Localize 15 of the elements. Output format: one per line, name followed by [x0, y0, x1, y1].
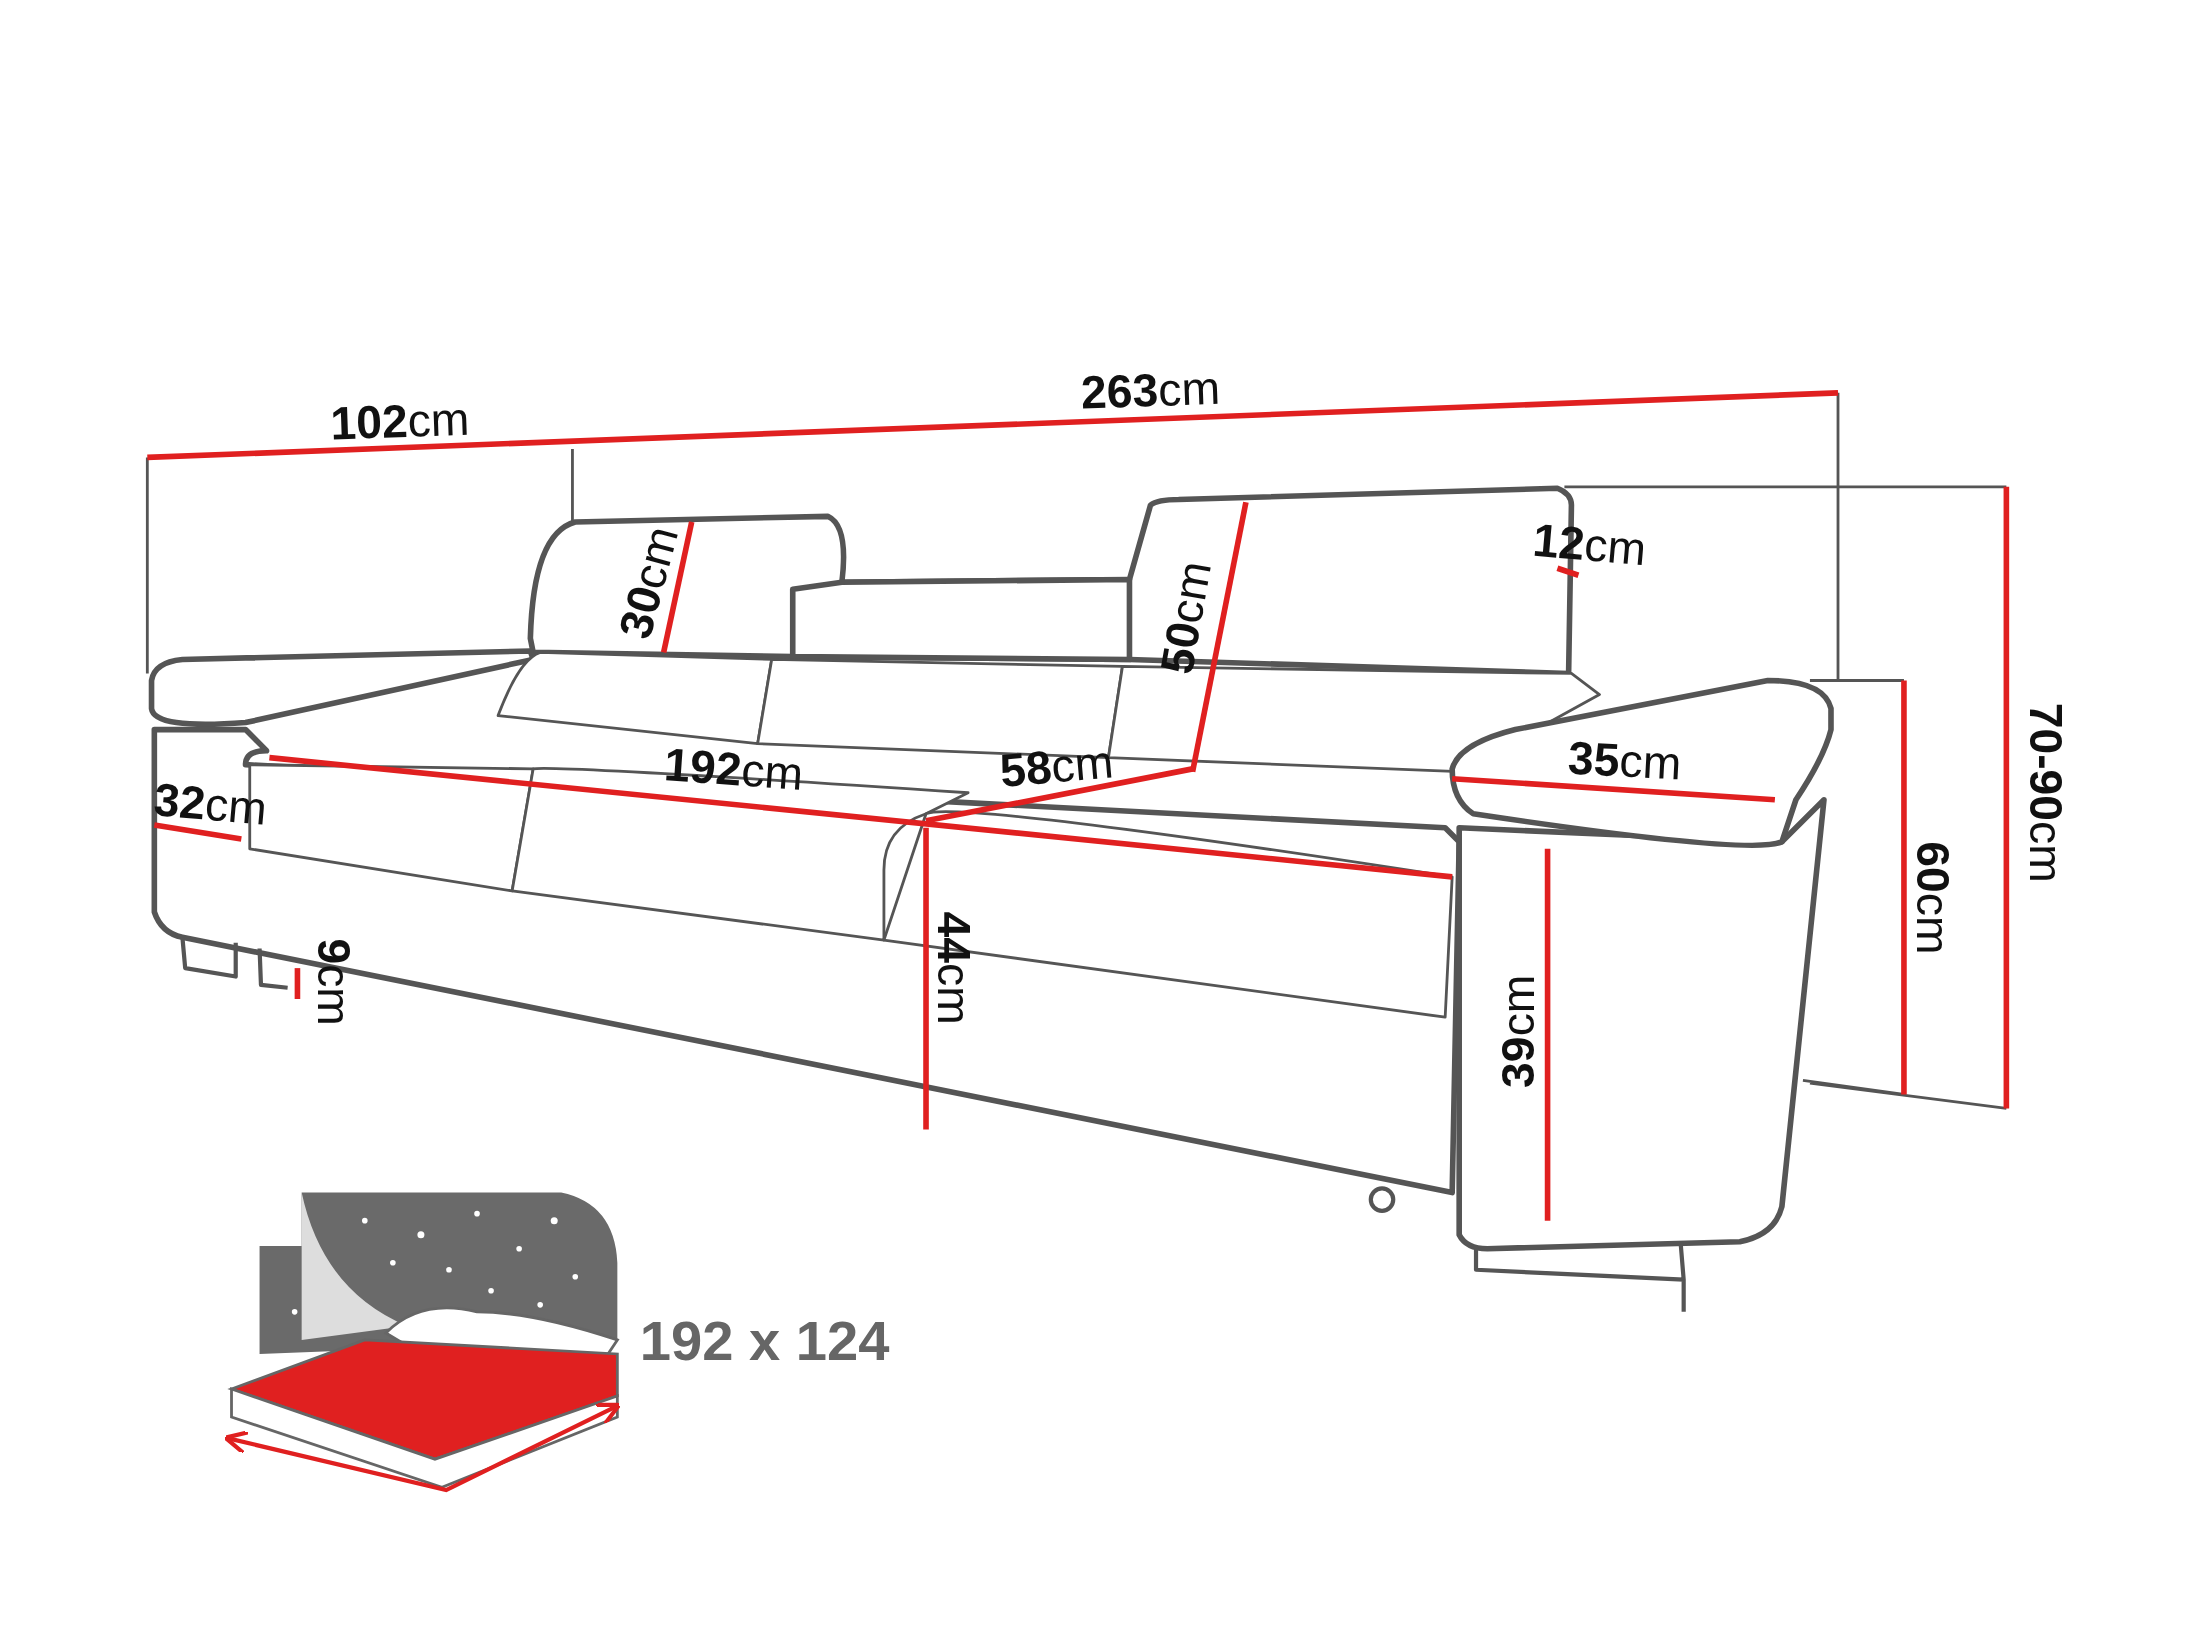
dimension-label: 60cm	[1910, 841, 1957, 955]
dimension-label: 58cm	[998, 738, 1115, 795]
dimension-label: 30cm	[611, 521, 686, 643]
dimension-label: 12cm	[1531, 516, 1649, 573]
dimension-label: 50cm	[1152, 557, 1219, 678]
dimension-label: 44cm	[930, 911, 978, 1025]
dimension-label: 9cm	[310, 938, 358, 1026]
dimension-label: 39cm	[1494, 974, 1542, 1088]
dimension-label: 35cm	[1567, 734, 1683, 787]
dimension-label: 32cm	[152, 775, 269, 832]
dimension-label: 70-90cm	[2022, 702, 2069, 883]
dimension-label: 102cm	[329, 395, 471, 447]
dimension-label: 192cm	[662, 740, 805, 797]
dimension-label: 263cm	[1080, 364, 1221, 416]
bed-size-label: 192 x 124	[639, 1311, 890, 1368]
